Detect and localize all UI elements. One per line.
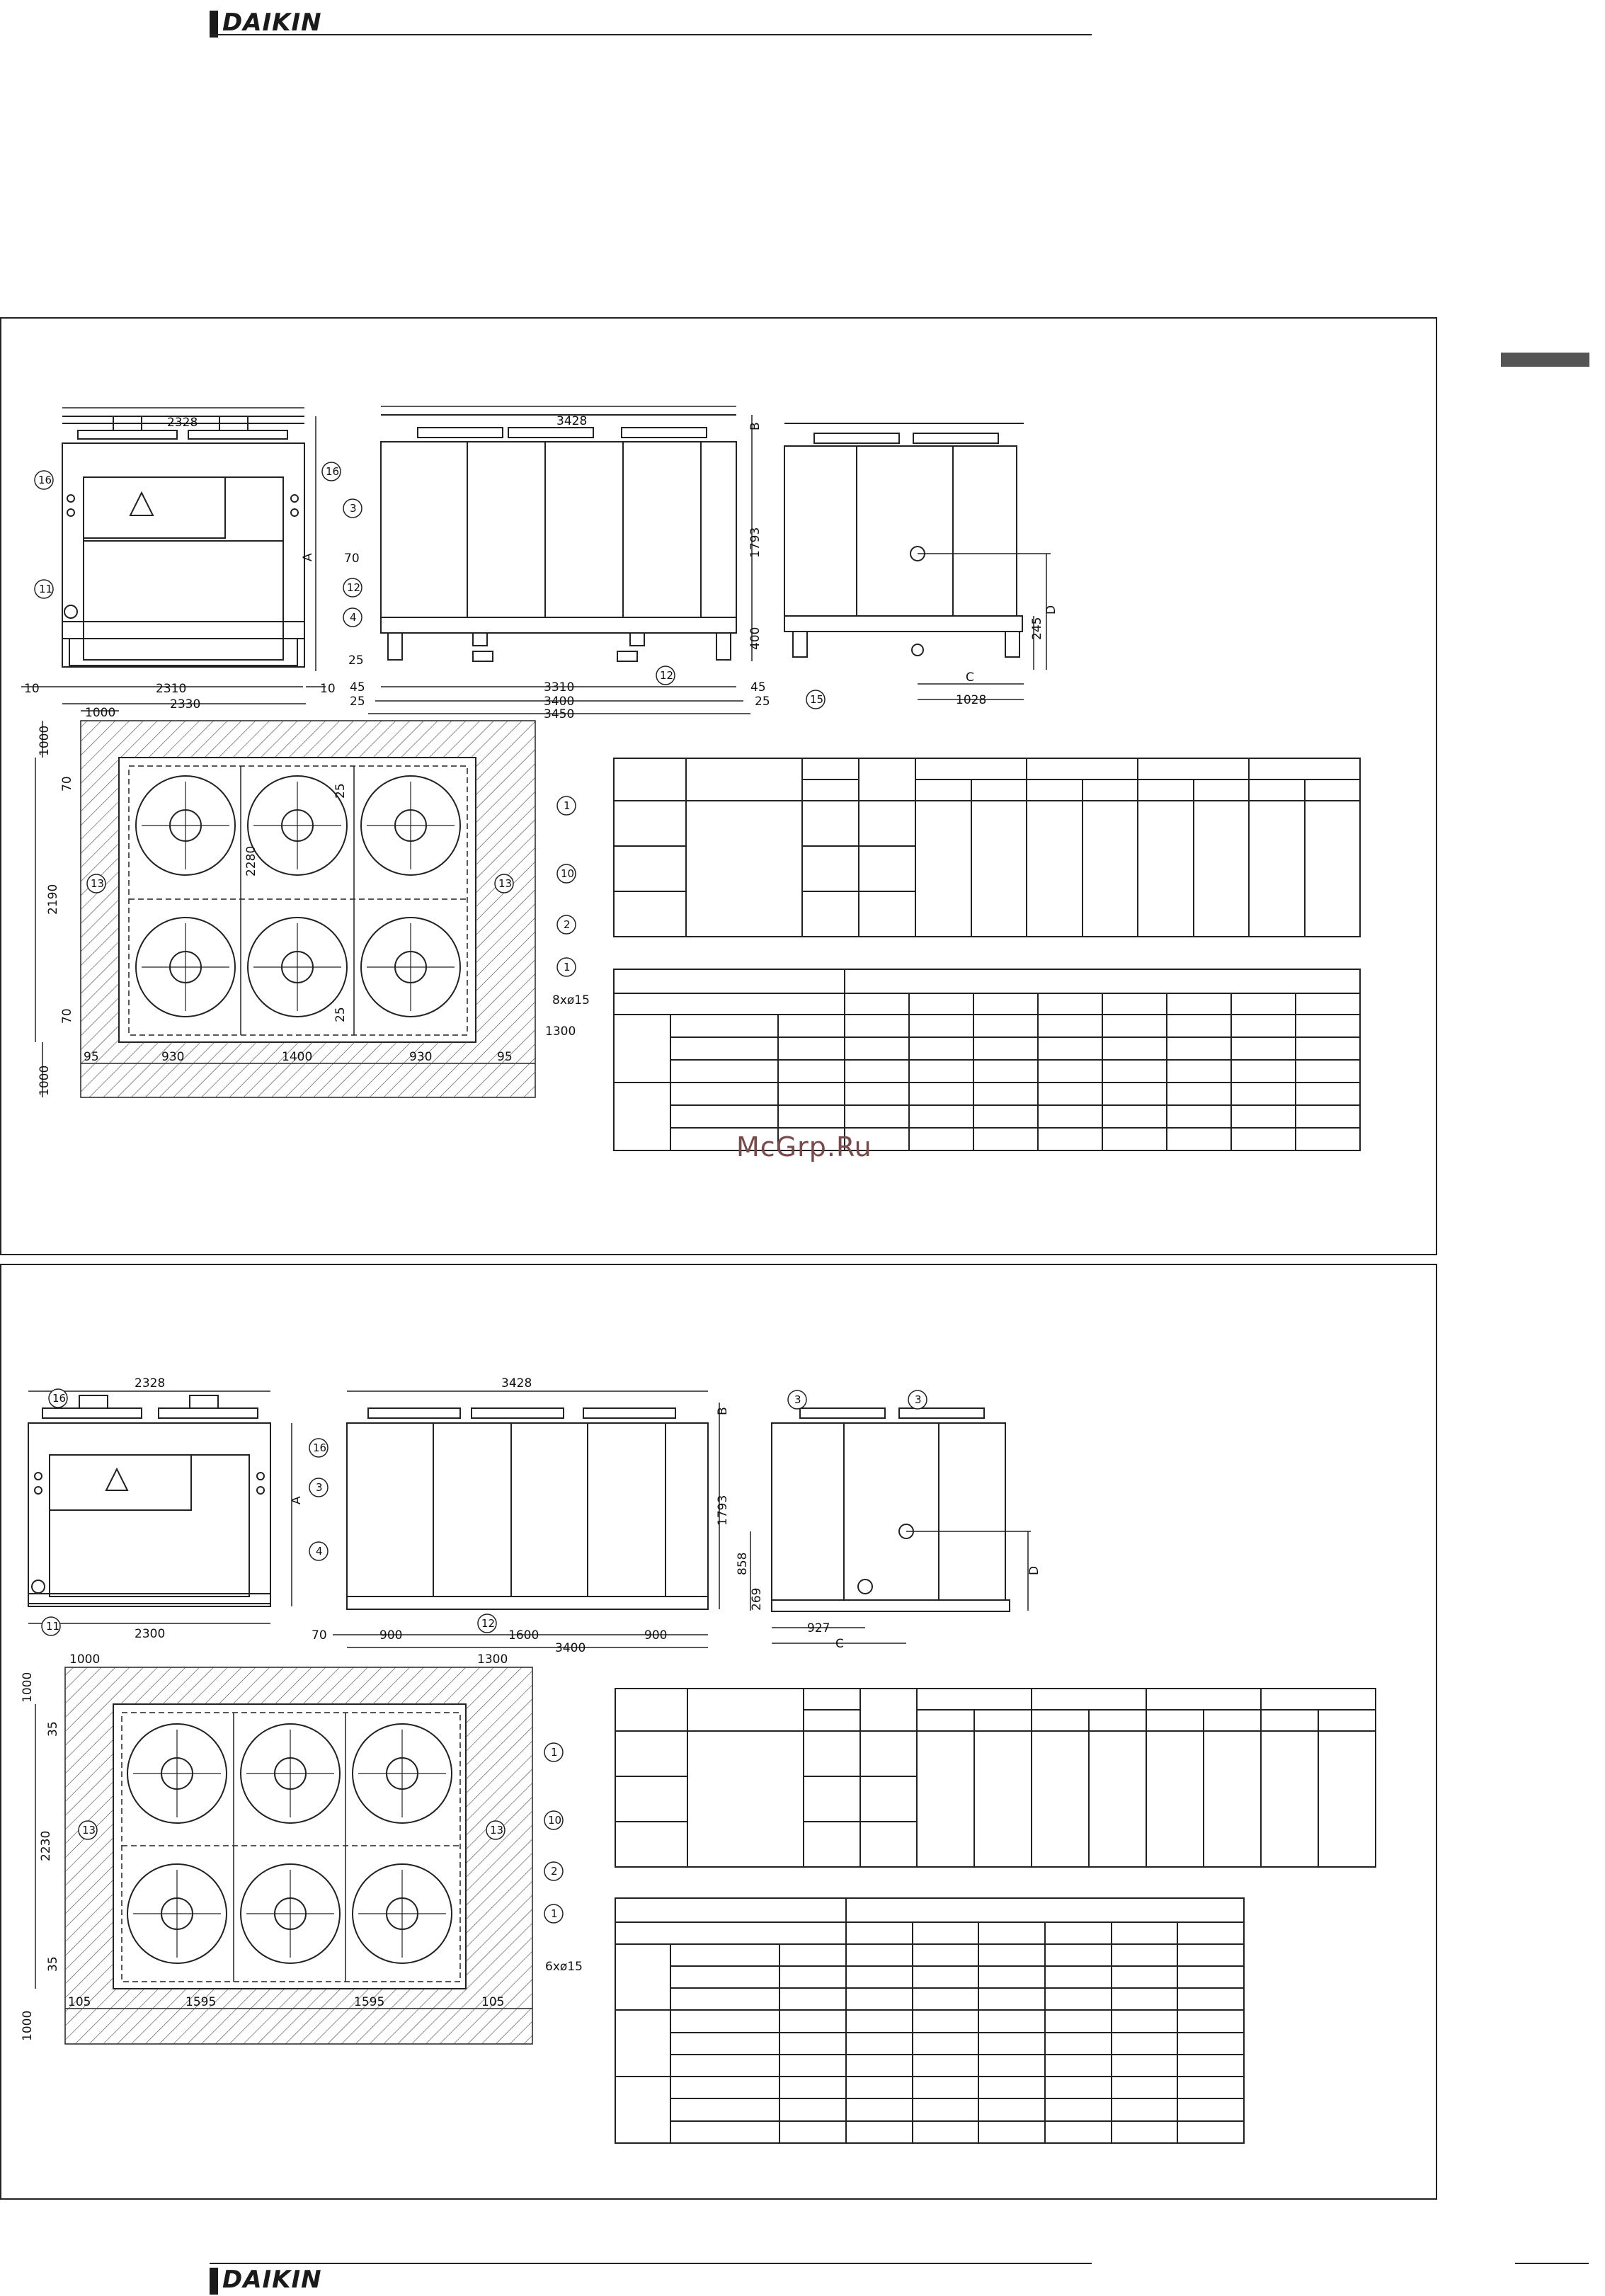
p2-table-dimensions xyxy=(615,1688,1376,1868)
p2-table-weights xyxy=(615,1897,1245,2144)
header-rule xyxy=(210,34,1092,35)
p2-side-view xyxy=(333,1390,720,1648)
panel1-drawings xyxy=(21,406,1051,1098)
p2-fan-array xyxy=(127,1723,452,1964)
p1-table-weights xyxy=(613,969,1361,1151)
p2-rear-view xyxy=(750,1407,1031,1644)
p1-clearance-zone xyxy=(81,721,535,1097)
daikin-mark-icon xyxy=(210,10,218,38)
footer-rule xyxy=(210,2263,1092,2264)
p1-front-view xyxy=(21,407,326,704)
section-tab-marker xyxy=(1501,353,1589,367)
header-logo: DAIKIN xyxy=(210,8,322,38)
daikin-mark-icon xyxy=(210,2267,218,2295)
watermark-text: McGrp.Ru xyxy=(736,1131,872,1163)
p2-clearance-zone xyxy=(65,1667,532,2044)
p1-table-dimensions xyxy=(613,758,1361,937)
p1-fan-array xyxy=(135,775,461,1017)
footer-logo: DAIKIN xyxy=(210,2266,322,2295)
p2-front-view xyxy=(28,1390,292,1624)
panel2-drawings xyxy=(28,1388,1031,2045)
p1-rear-view xyxy=(784,423,1051,700)
drawing-panel-1 xyxy=(0,317,1437,1255)
p1-side-view xyxy=(368,406,753,714)
drawing-panel-2 xyxy=(0,1264,1437,2200)
page-corner-rule xyxy=(1515,2263,1589,2264)
